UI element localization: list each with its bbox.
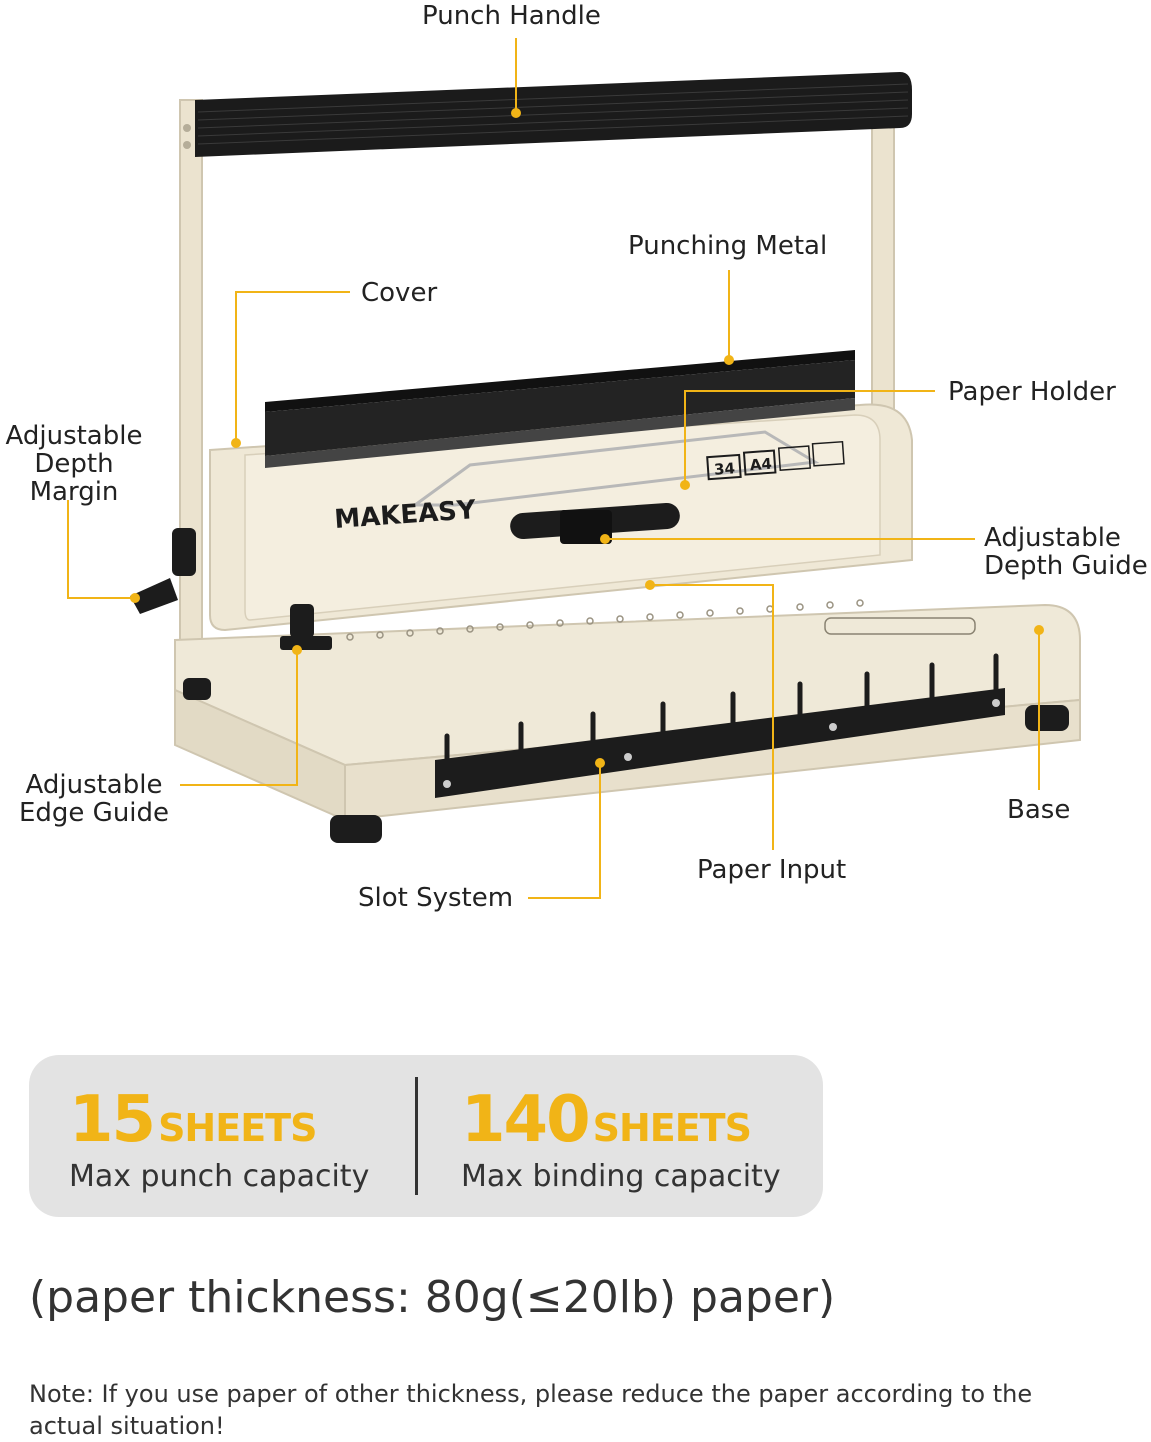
depth-margin-lever [130, 578, 178, 614]
label-adjustable-depth-guide: Adjustable Depth Guide [984, 524, 1148, 580]
side-knob [172, 528, 196, 576]
label-line: Adjustable [25, 770, 163, 800]
right-handle-post [871, 87, 895, 419]
slot-comb-bar [435, 688, 1005, 798]
paper-thickness-text: (paper thickness: 80g(≤20lb) paper) [29, 1272, 836, 1323]
binding-capacity-caption: Max binding capacity [461, 1159, 781, 1194]
label-line: Margin [29, 477, 119, 507]
edge-guide-knob [290, 604, 314, 638]
label-paper-holder: Paper Holder [948, 377, 1116, 407]
label-line: Edge Guide [18, 798, 170, 828]
label-punch-handle: Punch Handle [422, 1, 601, 31]
label-line: Adjustable [984, 523, 1121, 553]
size-badge-34: 34 [713, 459, 735, 478]
binding-capacity-unit: SHEETS [592, 1106, 752, 1150]
label-base: Base [1007, 795, 1071, 825]
punch-capacity-caption: Max punch capacity [69, 1159, 370, 1194]
label-line: Depth [34, 449, 114, 479]
label-paper-input: Paper Input [697, 855, 847, 885]
punch-capacity-unit: SHEETS [158, 1106, 317, 1150]
label-line: Adjustable [5, 421, 143, 451]
binding-machine-illustration: MAKEASY 34 A4 [67, 38, 1081, 899]
size-badge-a4: A4 [749, 455, 772, 474]
label-cover: Cover [361, 278, 438, 308]
punch-capacity-number: 15 [69, 1083, 156, 1157]
product-diagram: MAKEASY 34 A4 [2, 1, 1148, 913]
stats-divider [415, 1077, 418, 1195]
depth-guide-knob [560, 510, 612, 544]
leader-lines [67, 38, 1040, 899]
label-slot-system: Slot System [358, 883, 514, 913]
punch-handle-bar [195, 72, 912, 157]
label-punching-metal: Punching Metal [628, 231, 828, 261]
punching-metal-plate [265, 350, 855, 412]
label-adjustable-depth-margin: Adjustable Depth Margin [2, 422, 146, 506]
label-line: Depth Guide [984, 551, 1148, 581]
note-text: Note: If you use paper of other thicknes… [29, 1380, 1033, 1440]
binding-capacity-number: 140 [461, 1083, 591, 1157]
label-adjustable-edge-guide: Adjustable Edge Guide [18, 771, 170, 827]
